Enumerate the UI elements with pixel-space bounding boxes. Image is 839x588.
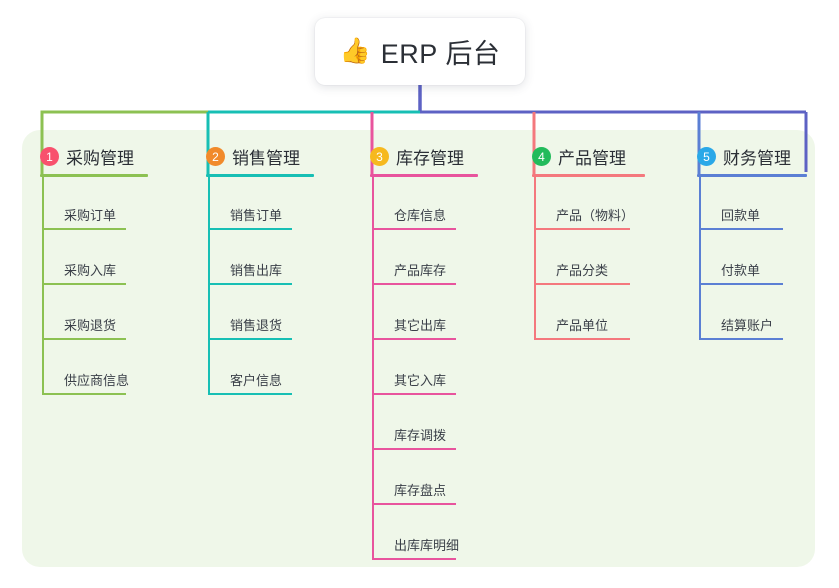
column-header-3[interactable]: 3 库存管理 bbox=[370, 144, 464, 169]
column-header-1[interactable]: 1 采购管理 bbox=[40, 144, 134, 169]
diagram-card bbox=[22, 130, 815, 567]
column-spine-3 bbox=[372, 177, 374, 560]
leaf-label: 库存调拨 bbox=[394, 428, 447, 443]
leaf-node[interactable]: 其它出库 bbox=[372, 306, 456, 340]
leaf-label: 结算账户 bbox=[721, 318, 774, 333]
column-underline-4 bbox=[532, 174, 645, 177]
leaf-underline bbox=[699, 228, 783, 230]
column-title-5: 财务管理 bbox=[723, 149, 791, 168]
column-underline-1 bbox=[40, 174, 148, 177]
leaf-node[interactable]: 产品（物料） bbox=[534, 196, 634, 230]
leaf-node[interactable]: 采购订单 bbox=[42, 196, 126, 230]
leaf-label: 销售退货 bbox=[230, 318, 283, 333]
leaf-underline bbox=[372, 503, 456, 505]
leaf-node[interactable]: 客户信息 bbox=[208, 361, 292, 395]
leaf-underline bbox=[208, 338, 292, 340]
leaf-label: 仓库信息 bbox=[394, 208, 447, 223]
column-header-2[interactable]: 2 销售管理 bbox=[206, 144, 300, 169]
leaf-label: 产品分类 bbox=[556, 263, 609, 278]
leaf-node[interactable]: 销售订单 bbox=[208, 196, 292, 230]
column-header-5[interactable]: 5 财务管理 bbox=[697, 144, 791, 169]
leaf-node[interactable]: 产品分类 bbox=[534, 251, 630, 285]
leaf-node[interactable]: 其它入库 bbox=[372, 361, 456, 395]
leaf-label: 采购入库 bbox=[64, 263, 117, 278]
leaf-node[interactable]: 采购入库 bbox=[42, 251, 126, 285]
column-header-4[interactable]: 4 产品管理 bbox=[532, 144, 626, 169]
leaf-underline bbox=[534, 228, 630, 230]
leaf-label: 销售订单 bbox=[230, 208, 283, 223]
leaf-node[interactable]: 付款单 bbox=[699, 251, 783, 285]
leaf-node[interactable]: 销售出库 bbox=[208, 251, 292, 285]
column-underline-5 bbox=[697, 174, 807, 177]
leaf-underline bbox=[372, 393, 456, 395]
leaf-node[interactable]: 库存盘点 bbox=[372, 471, 456, 505]
column-spine-1 bbox=[42, 177, 44, 395]
column-badge-4: 4 bbox=[532, 147, 551, 166]
root-node[interactable]: 👍 ERP 后台 bbox=[315, 18, 525, 85]
leaf-label: 产品单位 bbox=[556, 318, 609, 333]
leaf-node[interactable]: 产品单位 bbox=[534, 306, 630, 340]
leaf-node[interactable]: 出库库明细 bbox=[372, 526, 460, 560]
column-title-4: 产品管理 bbox=[558, 149, 626, 168]
thumbs-up-emoji: 👍 bbox=[339, 37, 371, 65]
leaf-underline bbox=[208, 228, 292, 230]
leaf-node[interactable]: 仓库信息 bbox=[372, 196, 456, 230]
leaf-underline bbox=[372, 228, 456, 230]
leaf-underline bbox=[208, 283, 292, 285]
leaf-node[interactable]: 销售退货 bbox=[208, 306, 292, 340]
column-badge-2: 2 bbox=[206, 147, 225, 166]
leaf-node[interactable]: 结算账户 bbox=[699, 306, 783, 340]
leaf-label: 其它出库 bbox=[394, 318, 447, 333]
column-spine-2 bbox=[208, 177, 210, 395]
column-badge-3: 3 bbox=[370, 147, 389, 166]
leaf-label: 库存盘点 bbox=[394, 483, 447, 498]
leaf-underline bbox=[42, 228, 126, 230]
leaf-underline bbox=[42, 338, 126, 340]
leaf-label: 产品（物料） bbox=[556, 208, 635, 223]
leaf-node[interactable]: 采购退货 bbox=[42, 306, 126, 340]
leaf-node[interactable]: 库存调拨 bbox=[372, 416, 456, 450]
leaf-underline bbox=[534, 283, 630, 285]
column-badge-5: 5 bbox=[697, 147, 716, 166]
leaf-label: 采购订单 bbox=[64, 208, 117, 223]
column-spine-4 bbox=[534, 177, 536, 340]
leaf-underline bbox=[42, 393, 126, 395]
column-title-1: 采购管理 bbox=[66, 149, 134, 168]
leaf-underline bbox=[534, 338, 630, 340]
leaf-underline bbox=[42, 283, 126, 285]
leaf-underline bbox=[372, 558, 456, 560]
leaf-node[interactable]: 回款单 bbox=[699, 196, 783, 230]
column-spine-5 bbox=[699, 177, 701, 340]
column-title-2: 销售管理 bbox=[232, 149, 300, 168]
leaf-underline bbox=[699, 283, 783, 285]
column-underline-2 bbox=[206, 174, 314, 177]
column-underline-3 bbox=[370, 174, 478, 177]
leaf-node[interactable]: 产品库存 bbox=[372, 251, 456, 285]
leaf-label: 供应商信息 bbox=[64, 373, 130, 388]
leaf-underline bbox=[699, 338, 783, 340]
column-title-3: 库存管理 bbox=[396, 149, 464, 168]
leaf-label: 销售出库 bbox=[230, 263, 283, 278]
column-badge-1: 1 bbox=[40, 147, 59, 166]
leaf-label: 其它入库 bbox=[394, 373, 447, 388]
leaf-underline bbox=[372, 283, 456, 285]
leaf-label: 出库库明细 bbox=[394, 538, 460, 553]
leaf-underline bbox=[208, 393, 292, 395]
leaf-node[interactable]: 供应商信息 bbox=[42, 361, 130, 395]
leaf-label: 产品库存 bbox=[394, 263, 447, 278]
leaf-label: 客户信息 bbox=[230, 373, 283, 388]
page-title: ERP 后台 bbox=[380, 39, 501, 69]
leaf-label: 回款单 bbox=[721, 208, 761, 223]
leaf-label: 付款单 bbox=[721, 263, 761, 278]
leaf-label: 采购退货 bbox=[64, 318, 117, 333]
leaf-underline bbox=[372, 448, 456, 450]
leaf-underline bbox=[372, 338, 456, 340]
